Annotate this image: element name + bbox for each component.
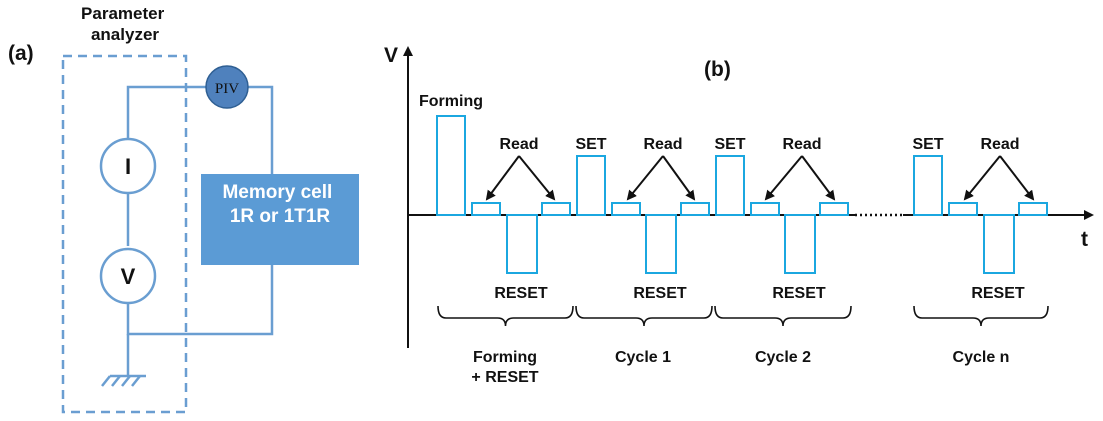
read-pulse <box>750 202 780 216</box>
read-arrow <box>518 155 556 201</box>
memory-cell-line1: Memory cell <box>222 182 332 203</box>
phase-braces <box>437 305 1049 327</box>
phase-brace <box>714 305 852 327</box>
forming-pulse <box>436 115 466 216</box>
parameter-analyzer-box <box>61 54 188 414</box>
current-meter <box>99 137 157 195</box>
x-axis-label: t <box>1081 228 1088 251</box>
reset-label: RESET <box>494 285 548 302</box>
current-meter-label: I <box>125 154 131 179</box>
read-pulse <box>471 202 501 216</box>
read-pulse <box>948 202 978 216</box>
memory-cell-line2: 1R or 1T1R <box>230 206 331 227</box>
read-pulse <box>541 202 571 216</box>
read-pulse <box>680 202 710 216</box>
circuit-wires <box>126 85 274 376</box>
panel-a-header-line2: analyzer <box>91 25 159 44</box>
voltage-meter <box>99 247 157 305</box>
set-label: SET <box>912 136 943 153</box>
read-label: Read <box>499 136 538 153</box>
read-pulse <box>819 202 849 216</box>
panel-a-header-line1: Parameter <box>81 4 165 23</box>
phase-brace <box>575 305 713 327</box>
panel-a: Parameter analyzer (a) I V PIV <box>8 4 359 414</box>
read-arrow <box>963 155 1001 201</box>
set-pulse <box>715 155 745 216</box>
phase-label: Cycle n <box>953 349 1010 366</box>
y-axis-label: V <box>384 44 398 67</box>
ground-icon <box>101 374 146 387</box>
set-label: SET <box>575 136 606 153</box>
read-arrow <box>999 155 1035 201</box>
read-arrow <box>764 155 803 201</box>
reset-pulse <box>983 214 1015 274</box>
read-arrows <box>485 155 1035 201</box>
read-arrow <box>485 155 520 201</box>
panel-b-label: (b) <box>704 58 731 81</box>
reset-pulse <box>784 214 816 274</box>
read-arrow <box>626 155 664 201</box>
read-arrow <box>662 155 696 201</box>
memory-cell-label: Memory cell 1R or 1T1R <box>222 182 337 227</box>
read-pulse <box>611 202 641 216</box>
phase-labels: Forming+ RESET Cycle 1 Cycle 2 Cycle n <box>471 349 1009 386</box>
pulse-train <box>436 115 1048 274</box>
voltage-meter-label: V <box>121 264 136 289</box>
phase-brace <box>437 305 574 327</box>
piv-unit <box>205 65 249 109</box>
set-pulse <box>576 155 606 216</box>
panel-a-header: Parameter analyzer <box>81 4 169 44</box>
phase-label: Cycle 2 <box>755 349 811 366</box>
panel-a-label: (a) <box>8 42 34 65</box>
piv-label: PIV <box>215 81 239 97</box>
memory-cell-box <box>201 174 359 265</box>
set-pulse <box>913 155 943 216</box>
forming-label: Forming <box>419 93 483 110</box>
read-label: Read <box>643 136 682 153</box>
reset-label: RESET <box>772 285 826 302</box>
reset-pulse <box>645 214 677 274</box>
read-label: Read <box>782 136 821 153</box>
phase-label: Forming+ RESET <box>471 349 538 386</box>
phase-brace <box>913 305 1049 327</box>
reset-pulse <box>506 214 538 274</box>
read-arrow <box>801 155 836 201</box>
read-label: Read <box>980 136 1019 153</box>
phase-label: Cycle 1 <box>615 349 671 366</box>
read-pulse <box>1018 202 1048 216</box>
set-label: SET <box>714 136 745 153</box>
reset-label: RESET <box>633 285 687 302</box>
reset-label: RESET <box>971 285 1025 302</box>
